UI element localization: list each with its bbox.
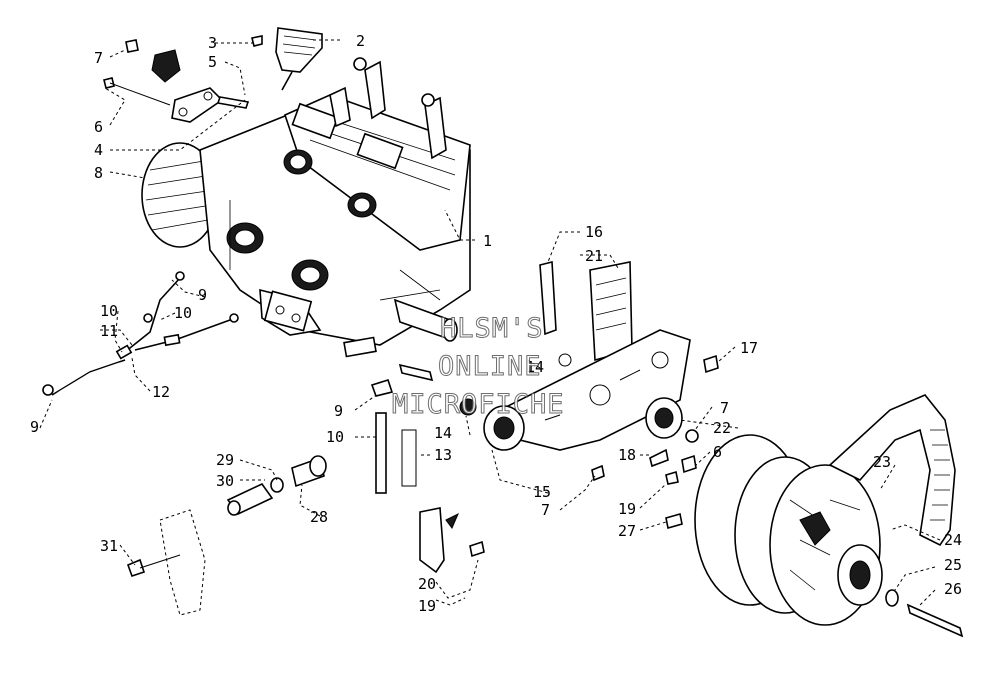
- callout-6a: 6: [94, 118, 103, 136]
- callout-26: 26: [944, 580, 962, 598]
- callout-14a: 14: [526, 358, 544, 376]
- callout-11: 11: [100, 322, 118, 340]
- engine-mount-plate: [483, 260, 719, 530]
- callout-9b: 9: [30, 418, 39, 436]
- callout-labels: 1 2 3 4 5 6 6 7 7 7 8 9 9 9 10 10 10 11 …: [30, 32, 962, 615]
- callout-9c: 9: [334, 402, 343, 420]
- callout-17: 17: [740, 339, 758, 357]
- callout-18: 18: [618, 446, 636, 464]
- watermark-line-3: MICROFICHE: [392, 389, 565, 420]
- spring: [401, 429, 417, 487]
- callout-14b: 14: [434, 424, 452, 442]
- spark-plug-boots: [329, 57, 447, 160]
- callout-31: 31: [100, 537, 118, 555]
- engine-assembly: [141, 57, 471, 358]
- torque-stop-group: [126, 455, 327, 616]
- callout-1: 1: [483, 232, 492, 250]
- watermark-line-2: ONLINE: [438, 351, 542, 382]
- callout-28: 28: [310, 508, 328, 526]
- callout-29: 29: [216, 451, 234, 469]
- callout-7a: 7: [94, 49, 103, 67]
- fuel-pump: [263, 290, 313, 332]
- callout-10b: 10: [174, 304, 192, 322]
- intake-ports: [226, 149, 377, 291]
- leader-lines: [39, 39, 941, 606]
- callout-27: 27: [618, 522, 636, 540]
- clutch-bolt: [885, 589, 964, 638]
- callout-6b: 6: [713, 443, 722, 461]
- fuel-lines: [42, 271, 239, 396]
- watermark-line-1: HLSM'S: [440, 313, 544, 344]
- callout-10c: 10: [326, 428, 344, 446]
- drive-clutch: [694, 434, 883, 626]
- callout-24: 24: [944, 531, 962, 549]
- callout-5: 5: [208, 53, 217, 71]
- cylinder-head-fins: [291, 102, 404, 170]
- drive-belt: [828, 394, 956, 547]
- callout-13: 13: [434, 446, 452, 464]
- callout-7b: 7: [720, 399, 729, 417]
- callout-22: 22: [713, 419, 731, 437]
- coil-bracket-group: [103, 27, 323, 123]
- callout-3: 3: [208, 34, 217, 52]
- callout-25: 25: [944, 556, 962, 574]
- callout-16: 16: [585, 223, 603, 241]
- callout-19a: 19: [618, 500, 636, 518]
- callout-15: 15: [533, 483, 551, 501]
- callout-30: 30: [216, 472, 234, 490]
- callout-2: 2: [356, 32, 365, 50]
- callout-12: 12: [152, 383, 170, 401]
- callout-7c: 7: [541, 501, 550, 519]
- pin-spring-group: [370, 353, 572, 494]
- callout-9a: 9: [198, 286, 207, 304]
- callout-19b: 19: [418, 597, 436, 615]
- callout-20: 20: [418, 575, 436, 593]
- callout-21: 21: [585, 247, 603, 265]
- watermark: HLSM'S ONLINE MICROFICHE: [392, 313, 565, 421]
- callout-8: 8: [94, 164, 103, 182]
- callout-4: 4: [94, 141, 103, 159]
- bracket-20: [419, 507, 485, 574]
- callout-10a: 10: [100, 302, 118, 320]
- callout-23: 23: [873, 453, 891, 471]
